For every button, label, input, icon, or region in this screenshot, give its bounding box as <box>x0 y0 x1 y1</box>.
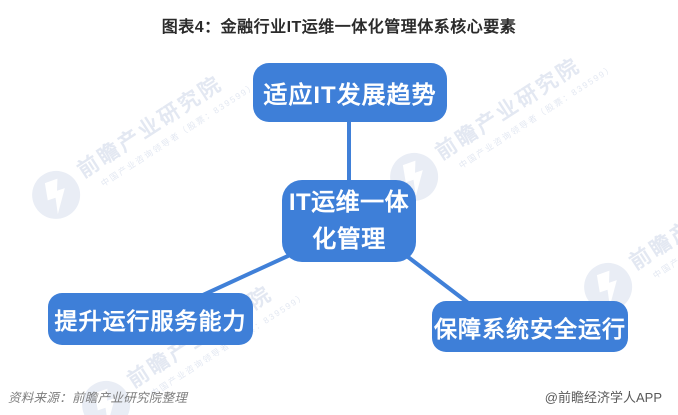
node-center-label-line1: IT运维一体 <box>288 189 410 216</box>
connector-center-bottomleft <box>201 253 292 297</box>
node-top: 适应IT发展趋势 <box>253 63 447 122</box>
node-center: IT运维一体 化管理 <box>282 180 416 262</box>
app-credit: @前瞻经济学人APP <box>544 390 662 405</box>
node-bottom-right: 保障系统安全运行 <box>432 301 628 352</box>
source-note: 资料来源：前瞻产业研究院整理 <box>8 391 188 405</box>
node-top-label: 适应IT发展趋势 <box>263 82 437 109</box>
page-title: 图表4：金融行业IT运维一体化管理体系核心要素 <box>161 19 517 36</box>
node-bottom-right-label: 保障系统安全运行 <box>434 315 626 342</box>
node-bottom-left-label: 提升运行服务能力 <box>54 308 247 334</box>
node-center-label-line2: 化管理 <box>312 226 386 253</box>
connector-center-bottomright <box>406 255 469 304</box>
node-bottom-left: 提升运行服务能力 <box>48 293 253 345</box>
